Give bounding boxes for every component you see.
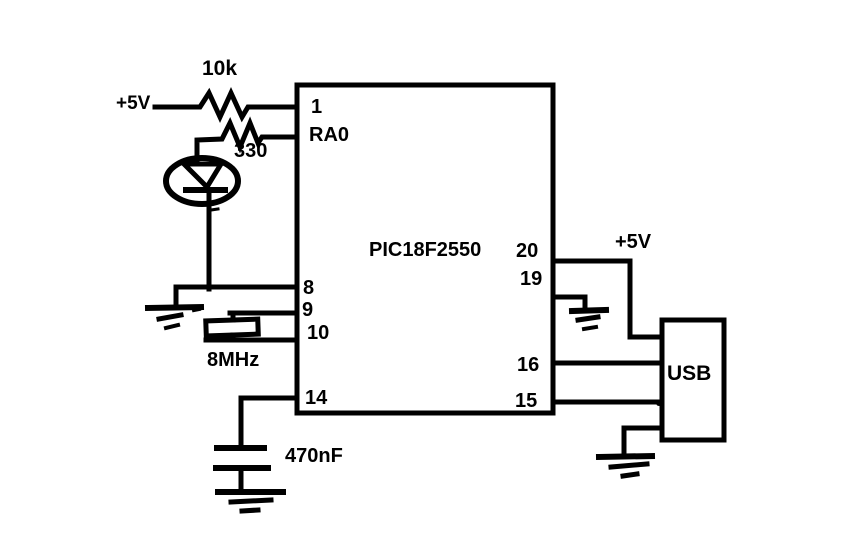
chip-pin8-label: 8 — [303, 277, 315, 299]
chip-pin10-label: 10 — [307, 322, 330, 344]
led-minus-mark — [209, 207, 220, 212]
crystal-8mhz-symbol — [203, 310, 300, 343]
ground-symbol-usb — [595, 452, 656, 479]
resistor-10k-label: 10k — [202, 57, 238, 80]
resistor-10k-symbol — [152, 86, 300, 124]
resistor-330-label: 330 — [234, 140, 268, 162]
ground-symbol-pin19 — [568, 306, 610, 332]
chip-pin1-label: 1 — [311, 96, 323, 118]
capacitor-label: 470nF — [285, 445, 343, 467]
chip-pin9-label: 9 — [302, 299, 314, 321]
capacitor-470nf-symbol — [213, 445, 271, 471]
wire-pin8-ground — [173, 284, 300, 309]
usb-box — [659, 317, 727, 443]
resistor-330-symbol — [194, 116, 300, 166]
wire-pin19-ground — [550, 294, 588, 313]
wire-pin14 — [238, 395, 300, 449]
stray-mark — [191, 306, 202, 313]
chip-pin19-label: 19 — [520, 268, 543, 290]
chip-pin14-label: 14 — [305, 387, 328, 409]
ground-symbol-left — [144, 303, 205, 331]
led-circle — [163, 155, 241, 207]
wire-pin20-vcc — [550, 258, 665, 340]
ground-symbol-capacitor — [215, 489, 286, 514]
led-triangle — [177, 161, 226, 192]
chip-pin15-label: 15 — [515, 390, 538, 412]
vcc-right-label: +5V — [615, 231, 652, 253]
chip-pin-ra0-label: RA0 — [309, 124, 350, 146]
crystal-label: 8MHz — [207, 349, 260, 371]
chip-pin16-label: 16 — [517, 354, 540, 376]
chip-pin20-label: 20 — [516, 240, 539, 262]
vcc-left-label: +5V — [116, 93, 151, 114]
chip-part-number: PIC18F2550 — [369, 239, 482, 261]
usb-label: USB — [667, 362, 712, 385]
led-symbol — [163, 155, 241, 292]
wire-usb-ground — [621, 425, 665, 459]
chip-body — [294, 82, 556, 416]
